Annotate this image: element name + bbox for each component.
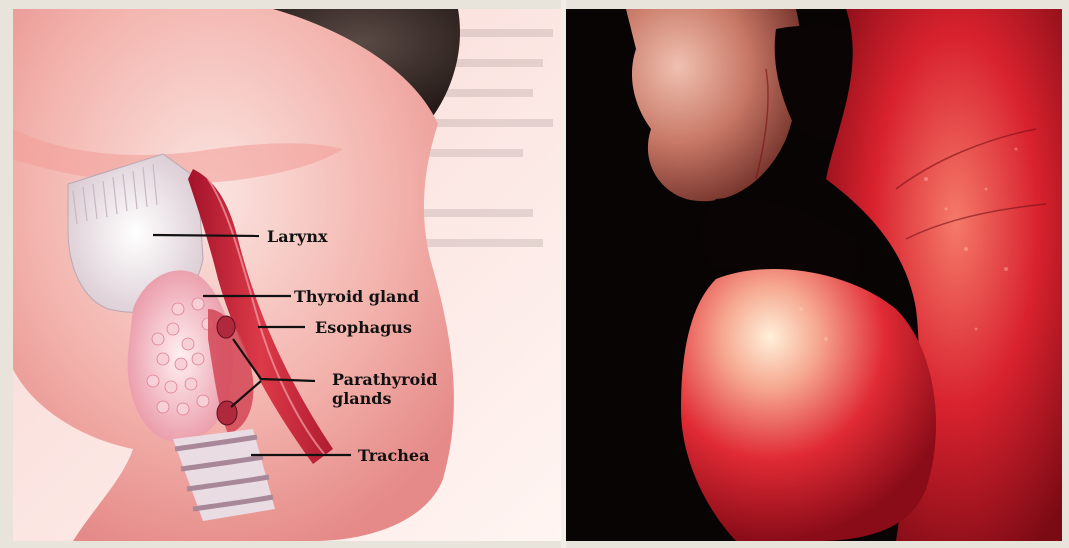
label-larynx: Larynx [267, 227, 328, 246]
goiter-photo-panel [566, 9, 1062, 541]
label-esophagus: Esophagus [315, 318, 412, 337]
label-parathyroid-line1: Parathyroid [332, 370, 437, 389]
label-trachea: Trachea [358, 446, 429, 465]
anatomy-illustration-panel: Larynx Thyroid gland Esophagus Parathyro… [13, 9, 561, 541]
label-parathyroid-line2: glands [332, 389, 391, 408]
neck-anatomy-drawing [13, 9, 561, 541]
label-thyroid-gland: Thyroid gland [294, 287, 419, 306]
neck-swelling-photo [566, 9, 1062, 541]
